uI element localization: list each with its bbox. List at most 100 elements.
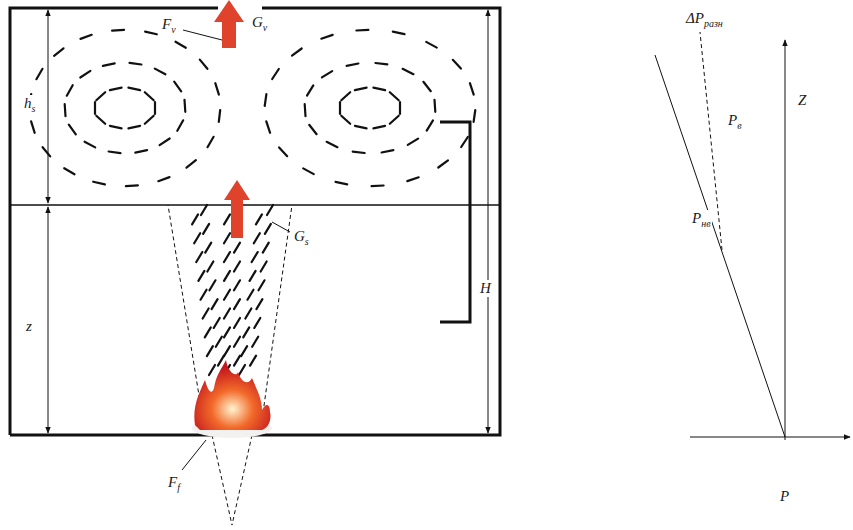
flow-stroke	[247, 290, 253, 300]
flow-stroke	[382, 150, 394, 152]
flow-stroke	[390, 92, 399, 100]
flow-stroke	[201, 205, 207, 215]
height-label: z	[24, 318, 34, 335]
flow-stroke	[224, 290, 230, 300]
flow-stroke	[239, 365, 245, 375]
flow-stroke	[327, 142, 338, 147]
axis-label: P	[778, 488, 791, 505]
pressure-diagram	[655, 32, 850, 440]
flow-stroke	[219, 110, 220, 122]
flow-stroke	[265, 224, 271, 234]
flow-stroke	[474, 110, 476, 122]
flow-stroke	[250, 356, 256, 366]
flow-stroke	[200, 60, 208, 69]
flow-stroke	[224, 309, 230, 319]
flow-stroke	[160, 139, 170, 146]
flow-stroke	[218, 356, 224, 366]
flow-stroke	[96, 92, 105, 100]
flow-stroke	[408, 139, 418, 145]
flow-stroke	[265, 94, 267, 106]
flow-stroke	[423, 82, 430, 91]
flow-stroke	[224, 252, 230, 262]
flow-stroke	[353, 152, 365, 153]
flow-stroke	[94, 102, 96, 114]
flow-stroke	[252, 252, 258, 262]
flow-stroke	[453, 60, 461, 69]
outside-pressure-label: Pнв	[690, 210, 712, 230]
fire	[192, 360, 272, 438]
flow-stroke	[64, 168, 74, 174]
flow-stroke	[336, 182, 348, 185]
flow-stroke	[303, 168, 314, 174]
flow-stroke	[243, 327, 249, 337]
flow-stroke	[304, 104, 307, 116]
flow-stroke	[252, 337, 258, 347]
flow-stroke	[96, 116, 105, 124]
flow-stroke	[234, 299, 240, 309]
flow-stroke	[261, 261, 267, 271]
flow-stroke	[399, 102, 401, 114]
flow-stroke	[207, 346, 213, 356]
smoke-flow-strokes	[30, 30, 476, 375]
flow-stroke	[36, 69, 42, 79]
axis-label: Z	[796, 92, 808, 109]
flow-stroke	[321, 35, 332, 39]
flow-stroke	[209, 280, 215, 290]
dimension-lines	[48, 10, 488, 470]
vent-flow-label: Gv	[250, 14, 269, 34]
flow-stroke	[203, 224, 209, 234]
flow-stroke	[205, 327, 211, 337]
flow-stroke	[174, 82, 181, 92]
flow-stroke	[426, 42, 437, 48]
flow-stroke	[192, 214, 198, 224]
flow-stroke	[355, 88, 367, 91]
flow-stroke	[250, 271, 256, 281]
layer-depth-label: hs	[22, 95, 37, 115]
flow-stroke	[356, 29, 368, 32]
flow-stroke	[256, 214, 262, 224]
flow-stroke	[259, 280, 265, 290]
flow-stroke	[267, 205, 273, 215]
flow-stroke	[194, 233, 200, 243]
flow-stroke	[183, 100, 186, 112]
flow-stroke	[31, 121, 35, 132]
flow-stroke	[158, 177, 169, 181]
flow-stroke	[209, 365, 215, 375]
flow-stroke	[234, 243, 240, 253]
flow-stroke	[407, 177, 418, 181]
flow-stroke	[203, 309, 209, 319]
flow-stroke	[234, 337, 240, 347]
flow-stroke	[54, 48, 63, 56]
flow-stroke	[69, 125, 76, 135]
flow-stroke	[372, 184, 384, 187]
flow-stroke	[176, 42, 186, 48]
flow-stroke	[81, 35, 92, 39]
flow-stroke	[234, 318, 240, 328]
inside-pressure-label: Pв	[726, 112, 744, 132]
flow-stroke	[307, 85, 313, 95]
flow-stroke	[126, 184, 138, 187]
flow-stroke	[375, 63, 387, 64]
flow-stroke	[212, 299, 218, 309]
flow-stroke	[224, 271, 230, 281]
flow-stroke	[263, 243, 269, 253]
flow-stroke	[390, 116, 399, 124]
flow-stroke	[234, 261, 240, 271]
flow-stroke	[373, 88, 385, 91]
flow-stroke	[347, 64, 359, 66]
plume-boundaries	[168, 205, 292, 525]
flow-stroke	[215, 83, 219, 94]
flow-stroke	[207, 261, 213, 271]
flow-stroke	[245, 309, 251, 319]
fire-area-label: Ff	[166, 474, 182, 494]
flow-stroke	[234, 280, 240, 290]
flow-stroke	[110, 88, 122, 91]
flow-stroke	[64, 104, 67, 116]
flow-stroke	[112, 29, 124, 32]
flow-stroke	[128, 126, 140, 129]
flow-stroke	[341, 116, 350, 124]
flow-stroke	[135, 150, 147, 153]
pressure-difference-label: ΔPразн	[684, 10, 725, 30]
